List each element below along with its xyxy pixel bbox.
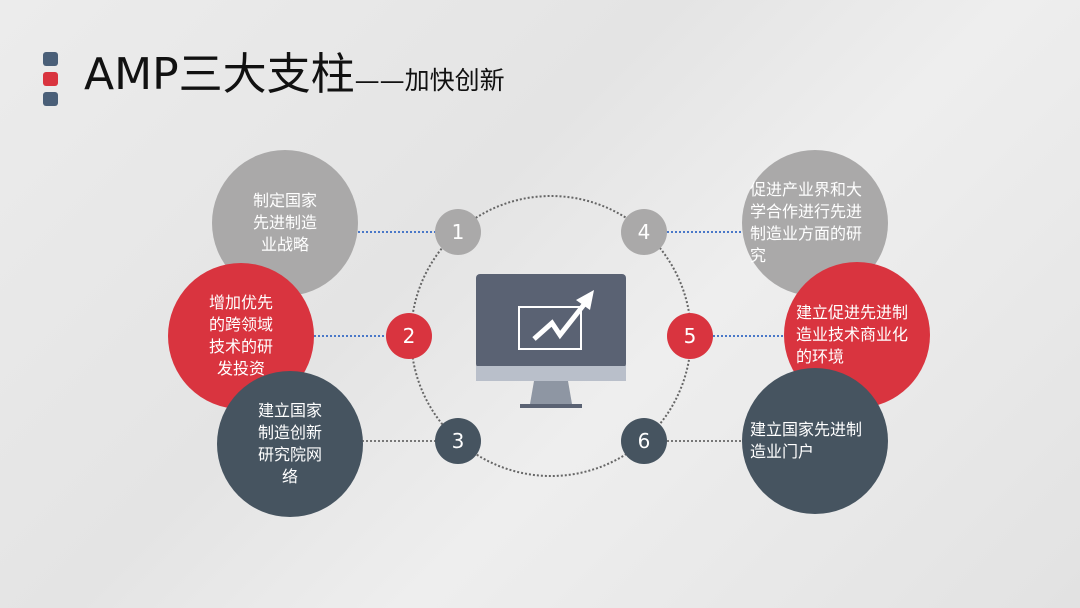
- number-badge-6: 6: [621, 418, 667, 464]
- pillar-text-line: 业战略: [260, 235, 309, 254]
- pillar-text-line: 学合作进行先进: [750, 202, 863, 221]
- pillar-circle-3: 建立国家制造创新研究院网络: [217, 371, 363, 517]
- number-badge-3: 3: [435, 418, 481, 464]
- title-marker-bottom: [43, 92, 58, 106]
- monitor-chart-icon: [476, 274, 626, 408]
- pillar-text-line: 络: [281, 467, 298, 486]
- pillar-circle-6: 建立国家先进制造业门户: [742, 368, 888, 514]
- title-marker-top: [43, 52, 58, 66]
- pillar-text-line: 制造业方面的研: [750, 224, 863, 243]
- pillar-text-line: 制定国家: [252, 191, 317, 210]
- pillar-text-line: 增加优先: [208, 293, 273, 312]
- pillar-text-line: 究: [750, 246, 767, 265]
- pillar-text-line: 建立国家: [257, 401, 322, 420]
- pillar-text-line: 发投资: [216, 359, 265, 378]
- pillar-text-line: 制造创新: [257, 423, 322, 442]
- pillar-text-line: 先进制造: [252, 213, 317, 232]
- number-badge-4: 4: [621, 209, 667, 255]
- pillar-text-line: 的跨领域: [208, 315, 273, 334]
- pillar-text-line: 技术的研: [208, 337, 273, 356]
- pillar-text-line: 促进产业界和大: [750, 180, 863, 199]
- title-main: AMP三大支柱: [84, 49, 355, 100]
- number-badge-2: 2: [386, 313, 432, 359]
- page-title: AMP三大支柱——加快创新: [84, 38, 505, 102]
- pillar-text-line: 造业门户: [750, 442, 815, 461]
- pillar-text-line: 研究院网: [257, 445, 322, 464]
- title-subtitle: ——加快创新: [354, 66, 505, 95]
- number-badge-1: 1: [435, 209, 481, 255]
- pillar-text-line: 的环境: [796, 347, 845, 366]
- title-marker-middle: [43, 72, 58, 86]
- pillar-text-line: 建立促进先进制: [796, 303, 909, 322]
- pillar-text-line: 建立国家先进制: [750, 420, 863, 439]
- pillar-text-line: 造业技术商业化: [796, 325, 909, 344]
- number-badge-5: 5: [667, 313, 713, 359]
